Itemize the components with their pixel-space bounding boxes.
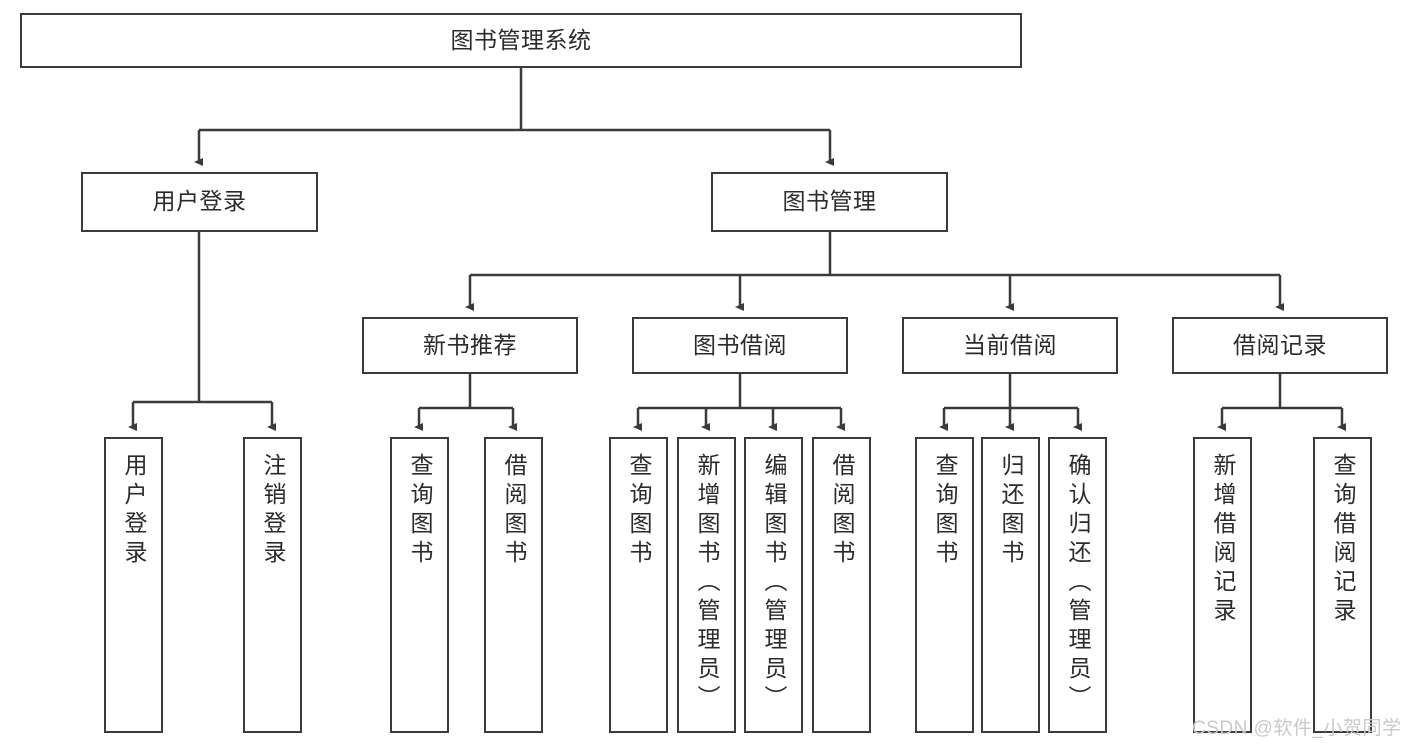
csdn-watermark: CSDN @软件_小贺同学: [1192, 718, 1402, 739]
node-label: 新增图书（管理员）: [694, 453, 720, 714]
leaf-user-login-logout[interactable]: 注销登录: [243, 437, 302, 733]
leaf-book-borrow-borrow[interactable]: 借阅图书: [812, 437, 871, 733]
leaf-new-book-query[interactable]: 查询图书: [390, 437, 449, 733]
node-label: 借阅图书: [829, 453, 855, 569]
leaf-user-login-login[interactable]: 用户登录: [104, 437, 163, 733]
leaf-current-borrow-return[interactable]: 归还图书: [981, 437, 1040, 733]
node-user-login[interactable]: 用户登录: [81, 172, 318, 232]
leaf-borrow-record-query[interactable]: 查询借阅记录: [1313, 437, 1372, 733]
node-label: 确认归还（管理员）: [1065, 453, 1091, 714]
node-label: 编辑图书（管理员）: [761, 453, 787, 714]
node-label: 归还图书: [998, 453, 1024, 569]
leaf-current-borrow-confirm-return[interactable]: 确认归还（管理员）: [1048, 437, 1107, 733]
node-book-management[interactable]: 图书管理: [711, 172, 948, 232]
node-borrow-record[interactable]: 借阅记录: [1172, 317, 1388, 374]
node-book-borrow[interactable]: 图书借阅: [632, 317, 848, 374]
leaf-book-borrow-edit[interactable]: 编辑图书（管理员）: [744, 437, 803, 733]
node-current-borrow[interactable]: 当前借阅: [902, 317, 1118, 374]
leaf-book-borrow-add[interactable]: 新增图书（管理员）: [677, 437, 736, 733]
node-label: 新增借阅记录: [1210, 453, 1236, 627]
node-label: 用户登录: [121, 453, 147, 569]
node-label: 查询图书: [932, 453, 958, 569]
node-label: 图书管理系统: [450, 26, 592, 53]
leaf-new-book-borrow[interactable]: 借阅图书: [484, 437, 543, 733]
node-label: 用户登录: [152, 188, 247, 215]
node-label: 查询图书: [407, 453, 433, 569]
node-label: 借阅图书: [501, 453, 527, 569]
node-label: 查询借阅记录: [1330, 453, 1356, 627]
leaf-book-borrow-query[interactable]: 查询图书: [609, 437, 668, 733]
node-label: 查询图书: [626, 453, 652, 569]
node-root-system[interactable]: 图书管理系统: [20, 13, 1022, 68]
leaf-current-borrow-query[interactable]: 查询图书: [915, 437, 974, 733]
node-label: 图书借阅: [693, 331, 787, 358]
node-label: 注销登录: [260, 453, 286, 569]
node-label: 新书推荐: [423, 331, 517, 358]
node-label: 借阅记录: [1233, 331, 1327, 358]
node-label: 当前借阅: [963, 331, 1057, 358]
node-label: 图书管理: [782, 188, 877, 215]
node-new-book-recommend[interactable]: 新书推荐: [362, 317, 578, 374]
leaf-borrow-record-add[interactable]: 新增借阅记录: [1193, 437, 1252, 733]
